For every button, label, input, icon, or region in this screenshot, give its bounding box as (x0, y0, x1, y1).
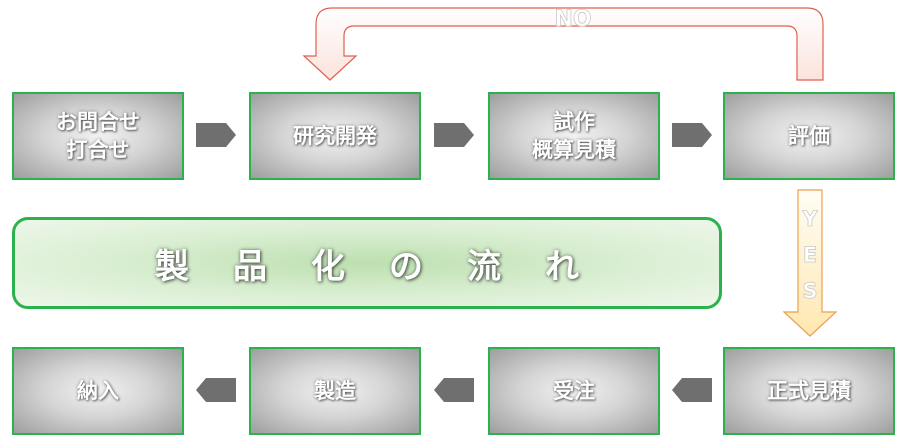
step-evaluation-label: 評価 (788, 124, 830, 148)
step-formal-quote: 正式見積 (723, 347, 895, 435)
step-inquiry-label: お問合せ 打合せ (56, 110, 140, 162)
connector-arrow-3 (672, 123, 712, 147)
yes-down-arrow (782, 189, 838, 337)
step-research-label: 研究開発 (293, 124, 377, 148)
yes-letter-s: S (802, 279, 817, 303)
step-manufacturing: 製造 (249, 347, 421, 435)
step-inquiry: お問合せ 打合せ (12, 92, 184, 180)
connector-arrow-2 (434, 123, 474, 147)
no-loop-arrow (302, 7, 824, 81)
no-label: NO (554, 7, 591, 32)
connector-arrow-4 (196, 378, 236, 402)
step-formal-quote-label: 正式見積 (767, 379, 851, 403)
step-research: 研究開発 (249, 92, 421, 180)
title-banner-label: 製品化の流れ (155, 246, 623, 287)
step-prototype: 試作 概算見積 (488, 92, 660, 180)
step-evaluation: 評価 (723, 92, 895, 180)
yes-letter-e: E (803, 243, 817, 267)
step-delivery: 納入 (12, 347, 184, 435)
step-order-label: 受注 (553, 379, 595, 403)
step-delivery-label: 納入 (77, 379, 119, 403)
connector-arrow-5 (434, 378, 474, 402)
step-order: 受注 (488, 347, 660, 435)
connector-arrow-6 (672, 378, 712, 402)
step-manufacturing-label: 製造 (314, 379, 356, 403)
yes-letter-y: Y (801, 207, 818, 231)
connector-arrow-1 (196, 123, 236, 147)
title-banner: 製品化の流れ (12, 217, 722, 309)
step-prototype-label: 試作 概算見積 (532, 110, 616, 162)
